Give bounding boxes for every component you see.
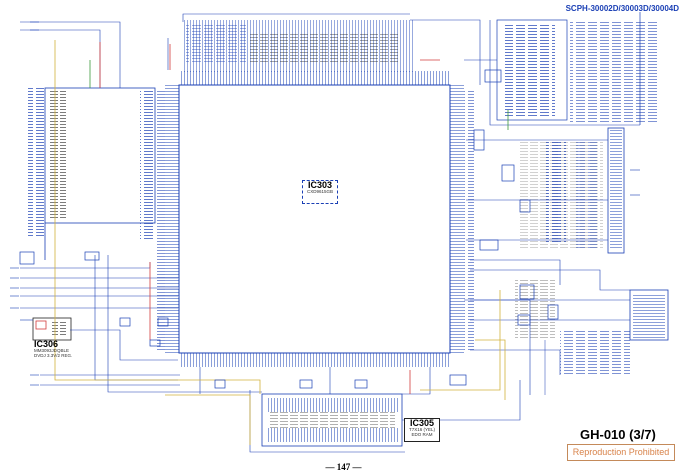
lower-right-connector xyxy=(470,280,669,395)
net-labels xyxy=(10,21,640,386)
right-bus xyxy=(466,12,660,254)
ic306-name: IC306 xyxy=(34,339,59,349)
left-bus xyxy=(28,87,156,260)
ic305-line2: EDO RAM xyxy=(411,432,433,438)
ic303-part: CXD9615GB xyxy=(306,189,333,195)
ic305-name: IC305 xyxy=(409,418,435,428)
ic305-line1: T7X16 (YEL) xyxy=(408,427,435,433)
ic305-label: IC305 T7X16 (YEL) EDO RAM xyxy=(404,418,440,442)
top-pin-block xyxy=(183,20,413,72)
ic306-line2: DVDJ 3.3V/2 REG. xyxy=(34,353,73,359)
page-number: — 147 — xyxy=(325,462,362,472)
ic303-name: IC303 xyxy=(307,180,333,190)
model-title: SCPH-30002D/30003D/30004D xyxy=(565,4,679,13)
board-title: GH-010 (3/7) xyxy=(580,427,656,442)
passive-components xyxy=(19,69,559,389)
colored-traces xyxy=(54,40,509,445)
ic306-label: IC306 MM3093JDQBLE DVDJ 3.3V/2 REG. xyxy=(34,339,86,359)
ic306-package xyxy=(32,317,72,341)
reproduction-notice: Reproduction Prohibited xyxy=(567,444,675,461)
ic303-package xyxy=(157,71,474,367)
ic305-package xyxy=(261,393,403,447)
ic306-line1: MM3093JDQBLE xyxy=(34,348,70,354)
ic303-label: IC303 CXD9615GB xyxy=(302,180,338,204)
